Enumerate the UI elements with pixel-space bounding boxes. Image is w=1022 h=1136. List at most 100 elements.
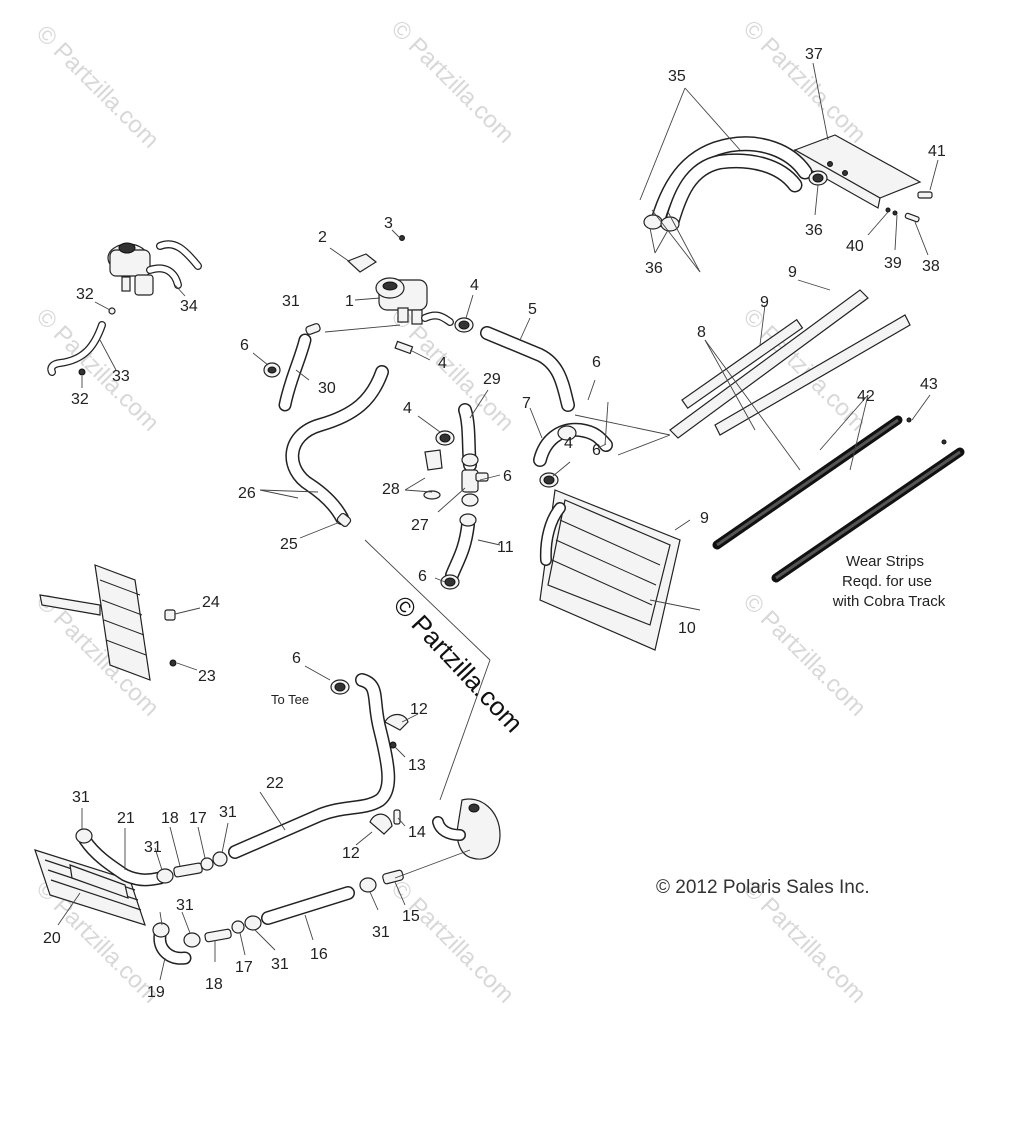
fitting-15	[359, 869, 404, 893]
part-number: 10	[678, 620, 696, 637]
part-number: 12	[410, 701, 428, 718]
heat-exchanger-10	[539, 489, 681, 651]
part-number: 17	[235, 959, 253, 976]
bolts-38-41	[885, 191, 933, 223]
part-number: 31	[176, 897, 194, 914]
to-tee-note: To Tee	[271, 692, 309, 707]
part-number: 34	[180, 298, 198, 315]
part-number: 11	[497, 539, 514, 556]
parts-illustrations	[34, 134, 965, 965]
part-number: 4	[470, 277, 479, 294]
water-pump	[432, 798, 501, 860]
part-number: 35	[668, 68, 686, 85]
part-number: 7	[522, 395, 531, 412]
part-number: 25	[280, 536, 298, 553]
part-number: 31	[144, 839, 162, 856]
part-number: 28	[382, 481, 400, 498]
part-number: 18	[205, 976, 223, 993]
heat-exchanger-bottom	[34, 849, 146, 926]
part-number: 8	[697, 324, 706, 341]
hose-16	[261, 886, 355, 925]
part-number: 30	[318, 380, 336, 397]
part-number: 24	[202, 594, 220, 611]
part-number: 3	[384, 215, 393, 232]
part-number: 42	[857, 388, 875, 405]
part-number: 16	[310, 946, 328, 963]
part-number: 6	[592, 354, 601, 371]
copyright-notice: © 2012 Polaris Sales Inc.	[656, 877, 870, 898]
part-number: 9	[760, 294, 769, 311]
part-number: 31	[72, 789, 90, 806]
part-number: 17	[189, 810, 207, 827]
part-number: 19	[147, 984, 165, 1001]
part-number: 33	[112, 368, 130, 385]
heat-exchanger-left	[39, 564, 177, 681]
notes: Wear Strips Reqd. for use with Cobra Tra…	[271, 553, 946, 707]
part-number: 40	[846, 238, 864, 255]
part-number: 39	[884, 255, 902, 272]
part-number: 27	[411, 517, 429, 534]
part-number: 29	[483, 371, 501, 388]
hose-22	[228, 673, 396, 859]
elbow-19	[152, 922, 192, 965]
watermark-faint: © Partzilla.com	[386, 15, 519, 148]
hose-21	[75, 828, 174, 887]
part-number: 41	[928, 143, 946, 160]
clamps-12-13-14	[369, 713, 409, 835]
part-number: 6	[240, 337, 249, 354]
part-number: 6	[503, 468, 512, 485]
watermark-main: © Partzilla.com	[388, 590, 529, 739]
leader-lines	[57, 62, 939, 981]
part-labels: 1 2 3 4 4 4 4 5 6 6 6 6 6 6 7 8 9 9 9 10…	[43, 46, 946, 1001]
part-number: 1	[345, 293, 354, 310]
part-number: 5	[528, 301, 537, 318]
wear-strips-42	[712, 415, 965, 583]
part-number: 20	[43, 930, 61, 947]
part-number: 31	[282, 293, 300, 310]
part-number: 23	[198, 668, 216, 685]
hoses-35	[643, 136, 828, 232]
watermark-faint: © Partzilla.com	[31, 20, 164, 153]
part-number: 32	[71, 391, 89, 408]
part-number: 37	[805, 46, 823, 63]
tee-fitting-area	[423, 403, 489, 590]
part-number: 6	[592, 442, 601, 459]
part-number: 36	[645, 260, 663, 277]
part-number: 15	[402, 908, 420, 925]
part-number: 9	[788, 264, 797, 281]
part-number: 21	[117, 810, 135, 827]
watermark-faint: © Partzilla.com	[386, 875, 519, 1008]
part-number: 31	[219, 804, 237, 821]
part-number: 4	[564, 435, 573, 452]
part-number: 13	[408, 757, 426, 774]
part-number: 4	[438, 355, 447, 372]
hose-30	[263, 323, 321, 412]
coolant-bottle-small	[107, 240, 202, 296]
part-number: 4	[403, 400, 412, 417]
connector-row-lower	[183, 915, 262, 948]
hose-26	[285, 365, 389, 528]
wear-strips-note-line3: with Cobra Track	[832, 593, 946, 610]
part-number: 9	[700, 510, 709, 527]
watermark-faint: © Partzilla.com	[738, 15, 871, 148]
part-number: 43	[920, 376, 938, 393]
clamp-4-top	[454, 317, 474, 333]
part-number: 6	[292, 650, 301, 667]
part-number: 2	[318, 229, 327, 246]
part-number: 38	[922, 258, 940, 275]
part-number: 12	[342, 845, 360, 862]
part-number: 26	[238, 485, 256, 502]
part-number: 31	[271, 956, 289, 973]
hose-5	[480, 326, 575, 412]
connector-row-upper	[173, 851, 228, 878]
hose-7	[533, 422, 613, 488]
wear-strips-note-line2: Reqd. for use	[842, 573, 932, 590]
part-number: 18	[161, 810, 179, 827]
part-number: 6	[418, 568, 427, 585]
part-number: 32	[76, 286, 94, 303]
hose-33	[47, 307, 116, 376]
wear-strips-note-line1: Wear Strips	[846, 553, 924, 570]
part-number: 36	[805, 222, 823, 239]
part-number: 22	[266, 775, 284, 792]
